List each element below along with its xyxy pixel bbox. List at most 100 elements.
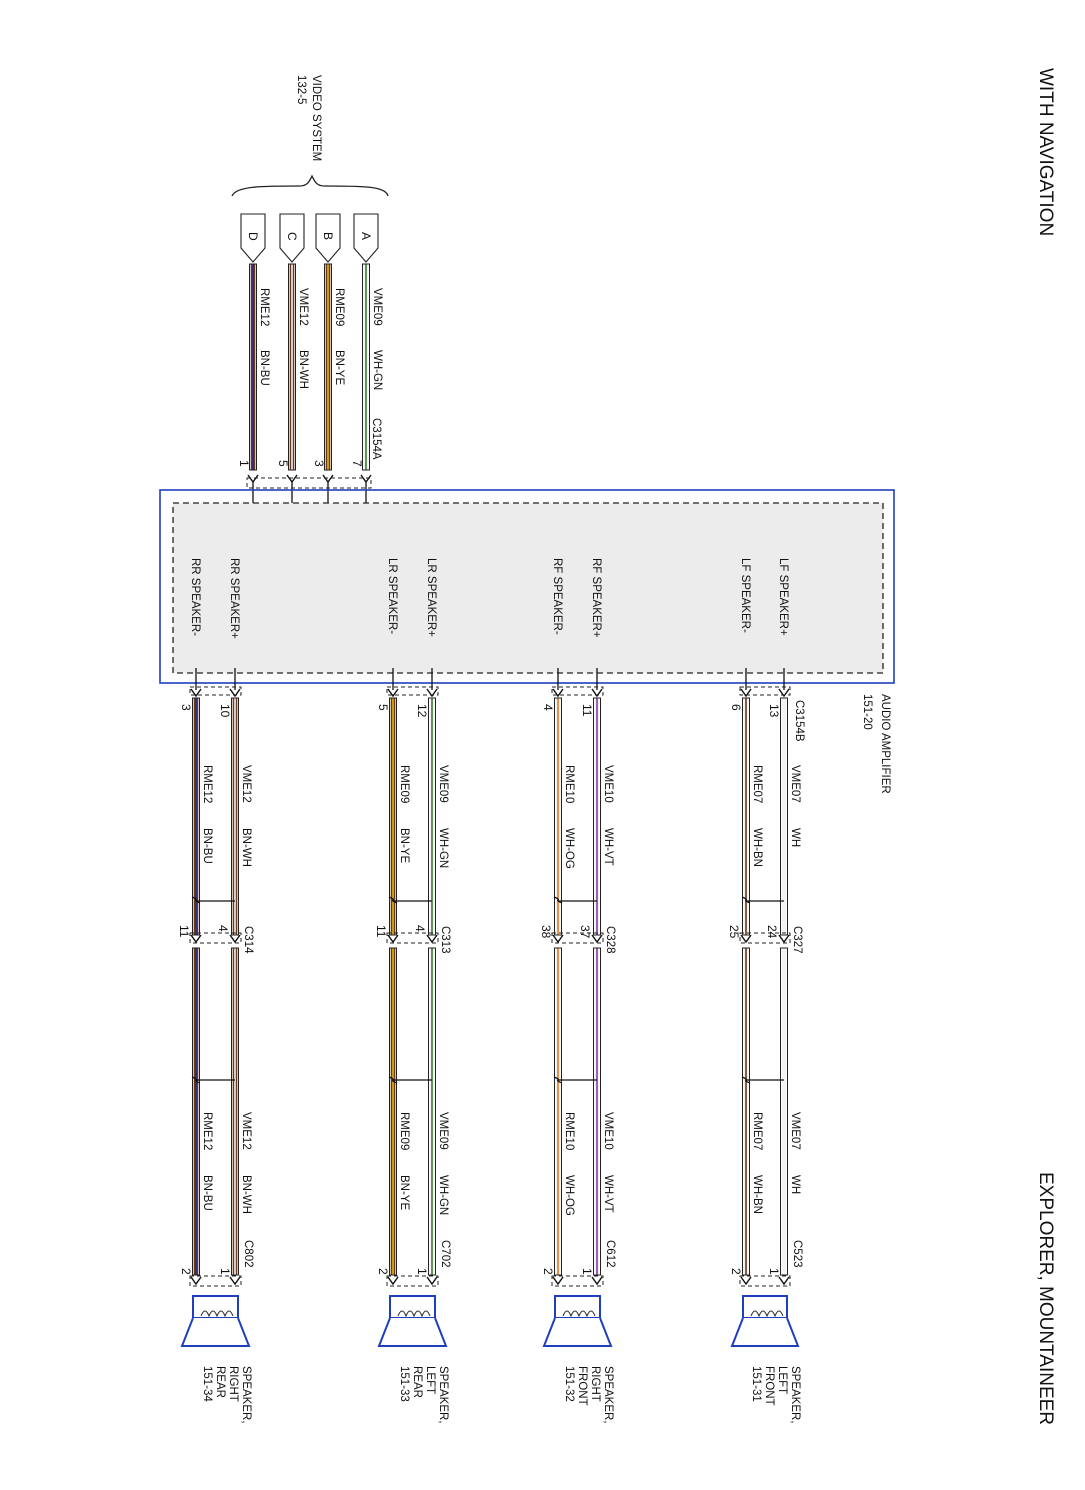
wire-minus-circuit-2: RME12 bbox=[201, 1112, 213, 1150]
input-pin: 5 bbox=[276, 460, 290, 467]
wire-plus-color-2: BN-WH bbox=[240, 1175, 252, 1214]
wire-minus-color-2: BN-BU bbox=[201, 1175, 213, 1211]
speaker-name-line-3: FRONT bbox=[576, 1366, 588, 1406]
input-circuit: RME09 bbox=[333, 288, 345, 326]
twist-1 bbox=[553, 896, 563, 904]
spk-pin-plus: 1 bbox=[767, 1268, 781, 1275]
input-letter: A bbox=[359, 232, 373, 240]
spk-pin-plus: 1 bbox=[218, 1268, 232, 1275]
amp-pin-plus: 13 bbox=[767, 704, 781, 718]
speaker-name-line-1: SPEAKER, bbox=[240, 1366, 252, 1424]
input-wire bbox=[324, 263, 332, 471]
page-title-right: EXPLORER, MOUNTAINEER bbox=[1035, 1172, 1056, 1425]
speaker-minus-label: LF SPEAKER- bbox=[739, 558, 751, 633]
wire-minus-circuit: RME12 bbox=[201, 765, 213, 803]
input-circuit: VME09 bbox=[371, 288, 383, 326]
inline-pin-plus: 37 bbox=[578, 925, 592, 939]
speaker-name-line-2: LEFT bbox=[424, 1366, 436, 1394]
amplifier-ref: 151-20 bbox=[861, 694, 873, 730]
channel-lr: LR SPEAKER+LR SPEAKER-125VME09WH-GNRME09… bbox=[374, 558, 451, 1424]
speaker-plus-label: RR SPEAKER+ bbox=[228, 558, 240, 639]
input-letter: C bbox=[285, 232, 299, 241]
channel-rf: RF SPEAKER+RF SPEAKER-114VME10WH-VTRME10… bbox=[539, 558, 616, 1424]
amp-pin-minus: 5 bbox=[376, 704, 390, 711]
speaker-name-line-3: REAR bbox=[214, 1366, 226, 1398]
input-circuit: VME12 bbox=[297, 288, 309, 326]
wire-plus-circuit-2: VME09 bbox=[437, 1112, 449, 1150]
wire-plus-2 bbox=[780, 947, 788, 1276]
spk-arrow-minus bbox=[552, 1276, 564, 1286]
spk-pin-minus: 2 bbox=[179, 1268, 193, 1275]
speaker-connector-label: C702 bbox=[439, 1240, 451, 1268]
inline-arrow-minus bbox=[552, 934, 564, 944]
wire-plus-color: WH-VT bbox=[602, 828, 614, 866]
speaker-connector-label: C523 bbox=[791, 1240, 803, 1268]
speaker-name-line-2: LEFT bbox=[776, 1366, 788, 1394]
speaker-icon bbox=[180, 1295, 251, 1347]
video-system-ref: 132-5 bbox=[295, 75, 307, 104]
speaker-channels: LF SPEAKER+LF SPEAKER-136VME07WHRME07WH-… bbox=[177, 558, 803, 1424]
audio-amplifier-body bbox=[172, 502, 884, 674]
inline-arrow-plus bbox=[426, 934, 438, 944]
inline-arrow-plus bbox=[778, 934, 790, 944]
amp-pin-plus: 10 bbox=[218, 704, 232, 718]
speaker-name-line-2: RIGHT bbox=[589, 1366, 601, 1402]
speaker-name-line-4: 151-34 bbox=[201, 1366, 213, 1402]
speaker-connector-label: C612 bbox=[604, 1240, 616, 1268]
wire-plus-circuit: VME07 bbox=[789, 765, 801, 803]
twist-1 bbox=[388, 896, 398, 904]
amp-out-arrow-minus bbox=[387, 688, 399, 698]
page-title-left: WITH NAVIGATION bbox=[1035, 68, 1056, 236]
wire-plus-circuit: VME12 bbox=[240, 765, 252, 803]
speaker-connector-label: C802 bbox=[242, 1240, 254, 1268]
wire-plus bbox=[428, 697, 436, 936]
input-color: WH-GN bbox=[371, 350, 383, 390]
amp-pin-minus: 6 bbox=[729, 704, 743, 711]
input-flag bbox=[279, 213, 305, 263]
wire-plus bbox=[231, 697, 239, 936]
wire-plus-2 bbox=[593, 947, 601, 1276]
spk-pin-plus: 1 bbox=[580, 1268, 594, 1275]
speaker-plus-label: LR SPEAKER+ bbox=[425, 558, 437, 637]
wire-minus bbox=[389, 697, 397, 936]
inline-connector-label: C314 bbox=[242, 926, 254, 954]
speaker-name-line-4: 151-32 bbox=[563, 1366, 575, 1402]
spk-arrow-plus bbox=[426, 1276, 438, 1286]
wire-plus-color: WH bbox=[789, 828, 801, 847]
wire-minus-color: WH-BN bbox=[751, 828, 763, 867]
input-wire bbox=[249, 263, 257, 471]
input-wire bbox=[362, 263, 370, 471]
inline-pin-plus: 4 bbox=[413, 925, 427, 932]
spk-arrow-minus bbox=[190, 1276, 202, 1286]
inline-arrow-plus bbox=[229, 934, 241, 944]
audio-amplifier-frame bbox=[159, 489, 895, 684]
amp-pin-plus: 12 bbox=[415, 704, 429, 718]
input-color: BN-BU bbox=[258, 350, 270, 386]
wire-plus bbox=[593, 697, 601, 936]
speaker-name-line-3: FRONT bbox=[763, 1366, 775, 1406]
wire-plus-circuit-2: VME12 bbox=[240, 1112, 252, 1150]
wire-plus bbox=[780, 697, 788, 936]
wire-plus-2 bbox=[231, 947, 239, 1276]
spk-arrow-minus bbox=[740, 1276, 752, 1286]
wire-plus-color: BN-WH bbox=[240, 828, 252, 867]
speaker-name-line-1: SPEAKER, bbox=[789, 1366, 801, 1424]
speaker-minus-label: RF SPEAKER- bbox=[551, 558, 563, 635]
inline-connector-label: C313 bbox=[439, 926, 451, 954]
wire-minus-2 bbox=[554, 947, 562, 1276]
inline-pin-plus: 24 bbox=[765, 925, 779, 939]
wire-minus-2 bbox=[192, 947, 200, 1276]
wire-minus-circuit-2: RME07 bbox=[751, 1112, 763, 1150]
speaker-minus-label: LR SPEAKER- bbox=[386, 558, 398, 634]
wire-minus-color-2: WH-OG bbox=[563, 1175, 575, 1216]
inline-connector-label: C328 bbox=[604, 926, 616, 954]
speaker-name-line-2: RIGHT bbox=[227, 1366, 239, 1402]
spk-pin-minus: 2 bbox=[541, 1268, 555, 1275]
speaker-icon bbox=[542, 1295, 613, 1347]
input-flag bbox=[240, 213, 266, 263]
speaker-minus-label: RR SPEAKER- bbox=[189, 558, 201, 636]
input-circuit: RME12 bbox=[258, 288, 270, 326]
amp-out-arrow-plus bbox=[591, 688, 603, 698]
input-wire bbox=[288, 263, 296, 471]
twist-1 bbox=[191, 896, 201, 904]
